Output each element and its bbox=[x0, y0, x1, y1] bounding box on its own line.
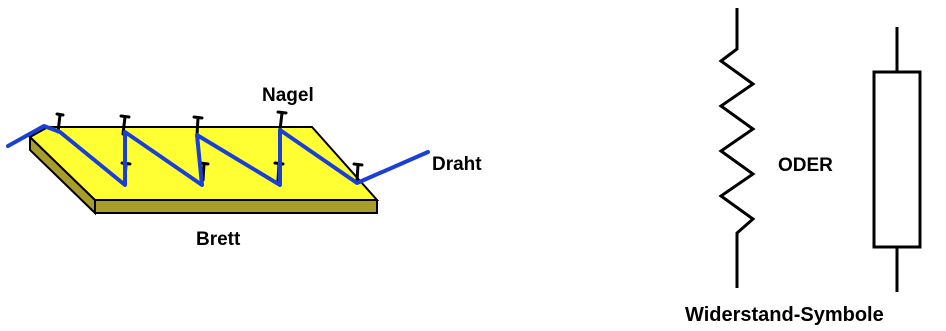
nail-icon bbox=[352, 162, 364, 183]
nail-label: Nagel bbox=[262, 85, 314, 106]
zigzag-resistor-symbol bbox=[718, 8, 756, 288]
or-label: ODER bbox=[778, 155, 833, 176]
wire bbox=[6, 124, 430, 187]
resistor-symbols-label: Widerstand-Symbole bbox=[685, 304, 884, 326]
nail-icon bbox=[276, 110, 288, 132]
wire-label: Draht bbox=[432, 154, 482, 175]
nail-icon bbox=[55, 112, 65, 134]
board-label: Brett bbox=[196, 229, 241, 250]
board-front-face bbox=[94, 199, 378, 214]
nail-icon bbox=[192, 115, 204, 137]
box-resistor-symbol bbox=[872, 27, 922, 292]
